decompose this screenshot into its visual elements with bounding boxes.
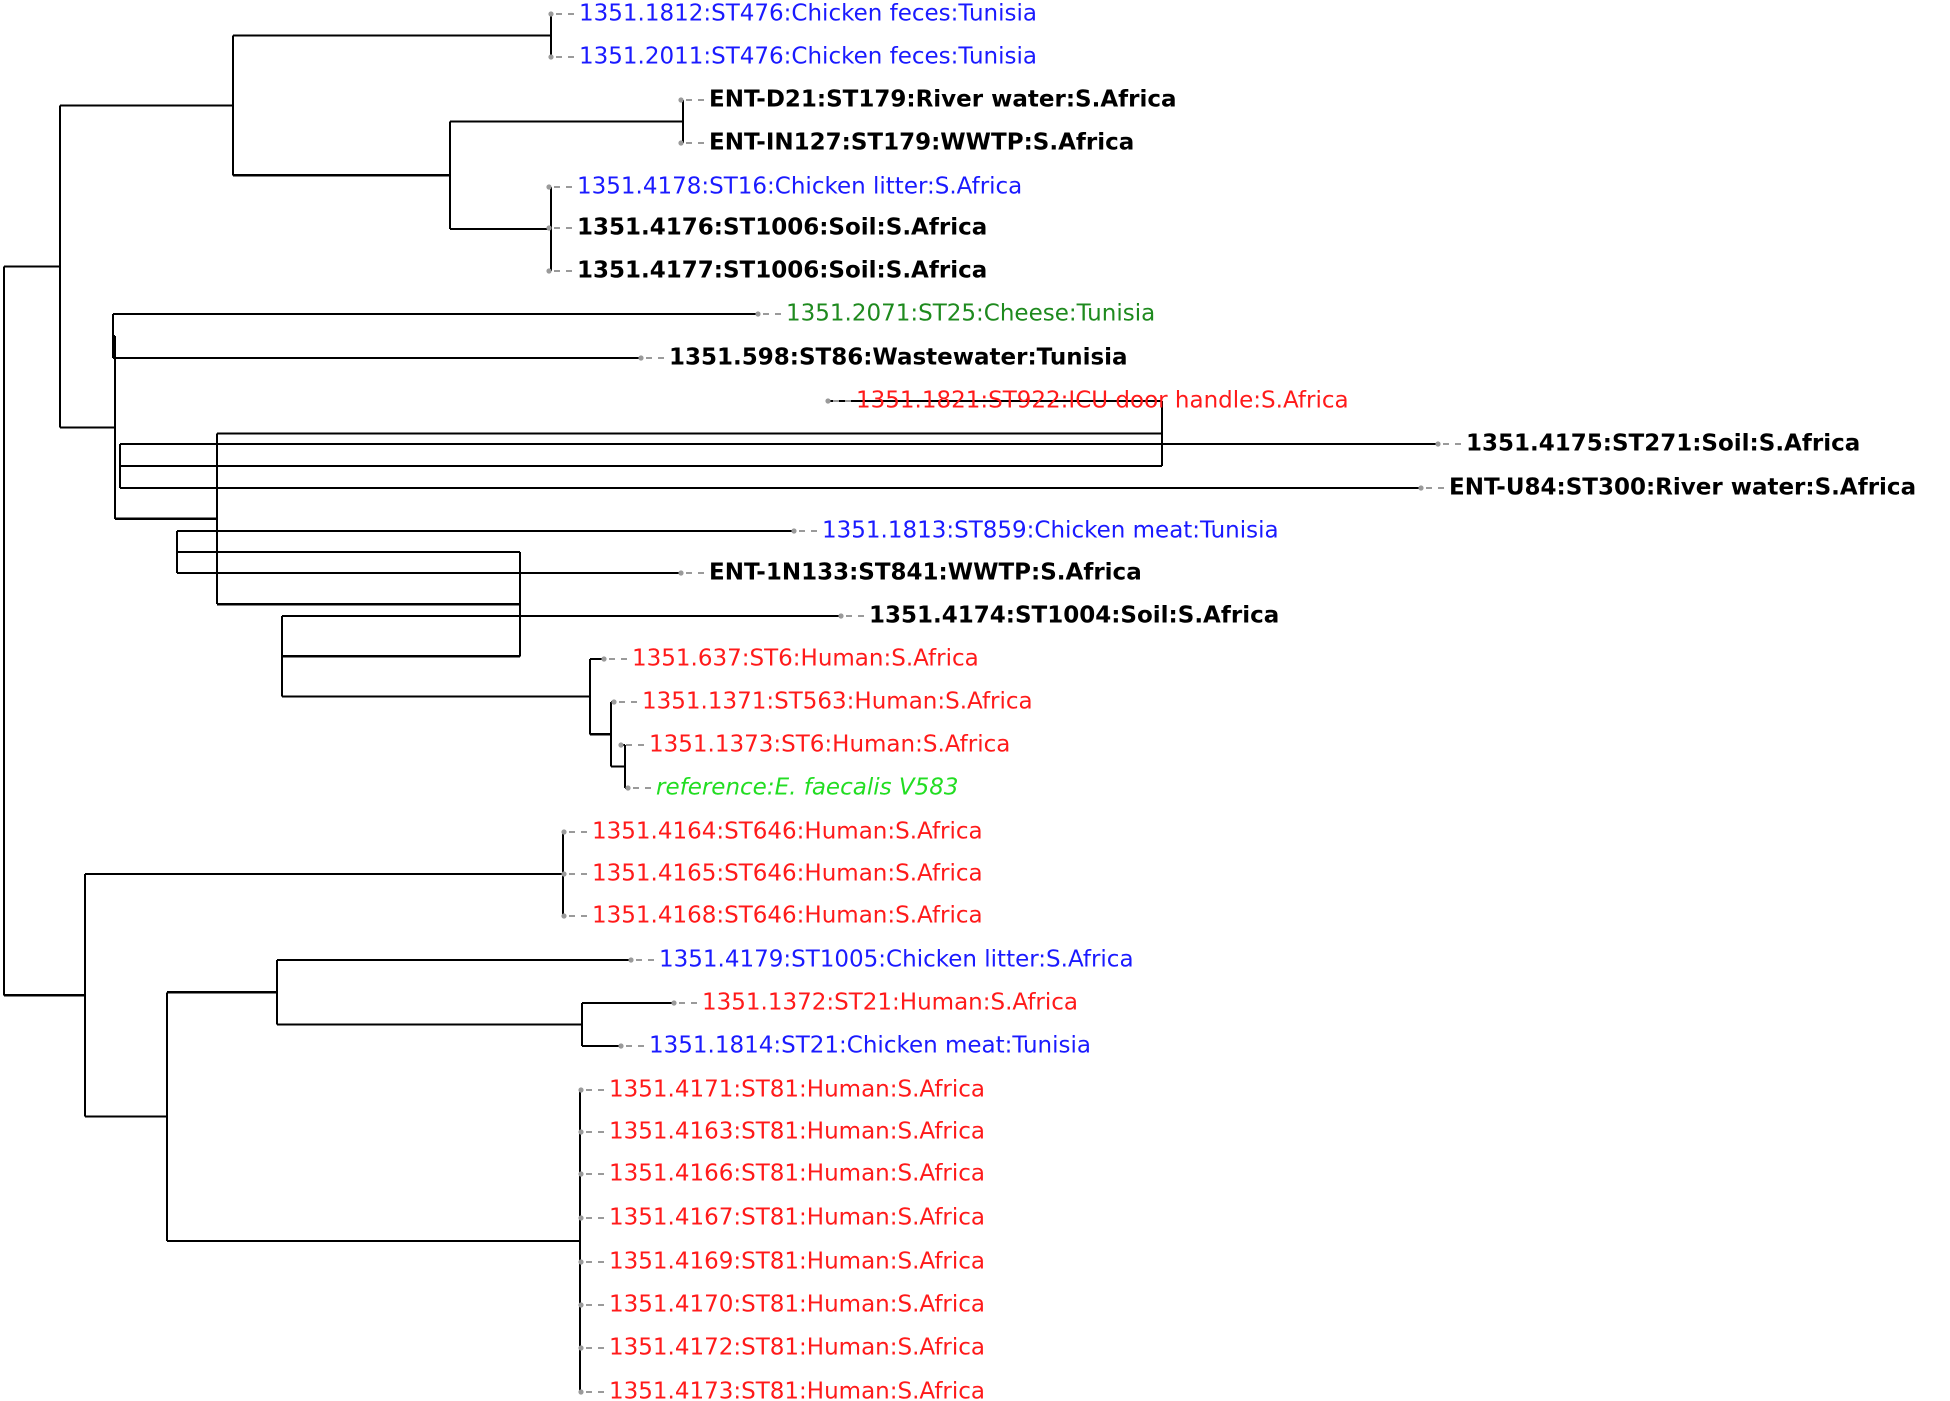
- leaf-label-l2: ENT-D21:ST179:River water:S.Africa: [709, 87, 1177, 113]
- leaf-label-l25: 1351.4171:ST81:Human:S.Africa: [609, 1077, 985, 1103]
- leaf-label-l9: 1351.1821:ST922:ICU door handle:S.Africa: [856, 388, 1349, 414]
- leaf-tip-marker: [546, 225, 552, 231]
- tip-connectors: [546, 11, 1461, 1395]
- leaf-label-l11: ENT-U84:ST300:River water:S.Africa: [1449, 475, 1916, 501]
- leaf-tip-marker: [838, 613, 844, 619]
- leaf-tip-marker: [618, 1043, 624, 1049]
- leaf-label-l29: 1351.4169:ST81:Human:S.Africa: [609, 1249, 985, 1275]
- leaf-label-l28: 1351.4167:ST81:Human:S.Africa: [609, 1205, 985, 1231]
- leaf-label-l16: 1351.1371:ST563:Human:S.Africa: [642, 689, 1033, 715]
- leaf-label-l14: 1351.4174:ST1004:Soil:S.Africa: [869, 603, 1279, 629]
- leaf-labels: 1351.1812:ST476:Chicken feces:Tunisia 135…: [577, 1, 1916, 1401]
- leaf-tip-marker: [546, 268, 552, 274]
- leaf-tip-marker: [561, 871, 567, 877]
- leaf-label-l30: 1351.4170:ST81:Human:S.Africa: [609, 1292, 985, 1318]
- tree-branches: [2, 12, 1437, 1392]
- leaf-tip-marker: [678, 140, 684, 146]
- leaf-label-l1: 1351.2011:ST476:Chicken feces:Tunisia: [579, 44, 1037, 70]
- leaf-label-l21: 1351.4168:ST646:Human:S.Africa: [592, 903, 983, 929]
- leaf-tip-marker: [548, 11, 554, 17]
- leaf-label-l15: 1351.637:ST6:Human:S.Africa: [632, 646, 979, 672]
- leaf-tip-marker: [561, 913, 567, 919]
- leaf-label-l17: 1351.1373:ST6:Human:S.Africa: [649, 732, 1010, 758]
- leaf-label-l23: 1351.1372:ST21:Human:S.Africa: [702, 990, 1078, 1016]
- leaf-tip-marker: [678, 570, 684, 576]
- leaf-label-l13: ENT-1N133:ST841:WWTP:S.Africa: [709, 560, 1142, 586]
- leaf-tip-marker: [548, 54, 554, 60]
- leaf-label-l3: ENT-IN127:ST179:WWTP:S.Africa: [709, 130, 1134, 156]
- leaf-label-l8: 1351.598:ST86:Wastewater:Tunisia: [669, 345, 1128, 371]
- leaf-tip-marker: [578, 1345, 584, 1351]
- leaf-label-l32: 1351.4173:ST81:Human:S.Africa: [609, 1379, 985, 1401]
- leaf-label-l5: 1351.4176:ST1006:Soil:S.Africa: [577, 215, 987, 241]
- leaf-tip-marker: [825, 398, 831, 404]
- leaf-label-l22: 1351.4179:ST1005:Chicken litter:S.Africa: [659, 947, 1134, 973]
- leaf-tip-marker: [678, 97, 684, 103]
- leaf-label-l18: reference:E. faecalis V583: [656, 775, 959, 801]
- leaf-tip-marker: [561, 829, 567, 835]
- leaf-tip-marker: [578, 1302, 584, 1308]
- leaf-label-l26: 1351.4163:ST81:Human:S.Africa: [609, 1119, 985, 1145]
- leaf-label-l31: 1351.4172:ST81:Human:S.Africa: [609, 1335, 985, 1361]
- leaf-label-l4: 1351.4178:ST16:Chicken litter:S.Africa: [577, 174, 1022, 200]
- leaf-label-l27: 1351.4166:ST81:Human:S.Africa: [609, 1161, 985, 1187]
- leaf-tip-marker: [638, 355, 644, 361]
- leaf-label-l12: 1351.1813:ST859:Chicken meat:Tunisia: [822, 518, 1279, 544]
- leaf-tip-marker: [625, 785, 631, 791]
- leaf-tip-marker: [578, 1129, 584, 1135]
- leaf-tip-marker: [546, 184, 552, 190]
- leaf-tip-marker: [671, 1000, 677, 1006]
- leaf-tip-marker: [601, 656, 607, 662]
- leaf-tip-marker: [578, 1171, 584, 1177]
- leaf-tip-marker: [755, 311, 761, 317]
- leaf-label-l24: 1351.1814:ST21:Chicken meat:Tunisia: [649, 1033, 1091, 1059]
- leaf-tip-marker: [578, 1389, 584, 1395]
- leaf-tip-marker: [578, 1259, 584, 1265]
- leaf-label-l19: 1351.4164:ST646:Human:S.Africa: [592, 819, 983, 845]
- leaf-tip-marker: [578, 1087, 584, 1093]
- leaf-label-l7: 1351.2071:ST25:Cheese:Tunisia: [786, 301, 1155, 327]
- leaf-tip-marker: [611, 699, 617, 705]
- leaf-label-l10: 1351.4175:ST271:Soil:S.Africa: [1466, 431, 1860, 457]
- leaf-tip-marker: [618, 742, 624, 748]
- leaf-tip-marker: [791, 528, 797, 534]
- leaf-tip-marker: [1435, 441, 1441, 447]
- leaf-tip-marker: [578, 1215, 584, 1221]
- leaf-label-l6: 1351.4177:ST1006:Soil:S.Africa: [577, 258, 987, 284]
- leaf-label-l20: 1351.4165:ST646:Human:S.Africa: [592, 861, 983, 887]
- leaf-tip-marker: [628, 957, 634, 963]
- leaf-label-l0: 1351.1812:ST476:Chicken feces:Tunisia: [579, 1, 1037, 27]
- leaf-tip-marker: [1418, 485, 1424, 491]
